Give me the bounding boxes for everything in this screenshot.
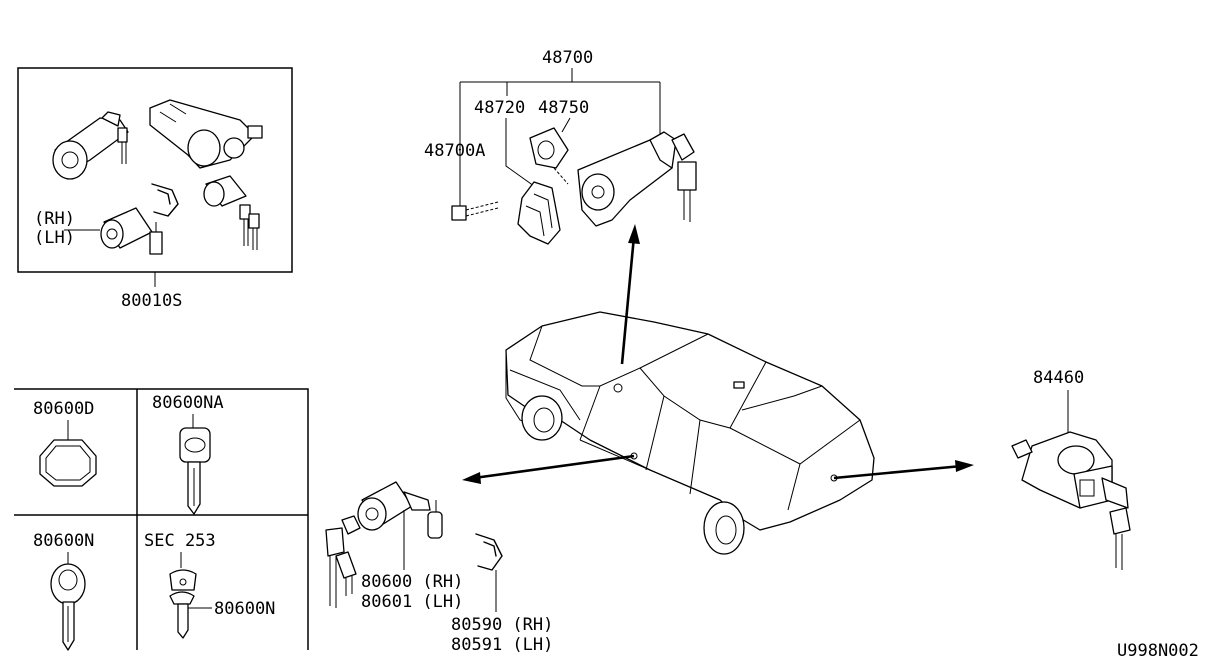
arrow-to-door [462, 454, 635, 484]
kit-rh-label: (RH) [34, 209, 75, 229]
door-cylinder-group: 80600 (RH) 80601 (LH) [325, 481, 463, 612]
kit-lh-label: (LH) [34, 228, 75, 248]
blank-key-na-label: 80600NA [152, 393, 224, 413]
bolt-drawing [451, 201, 499, 221]
sec-key-drawing [169, 552, 212, 639]
rear-wheel [703, 501, 745, 555]
trunk-lock-group: 84460 [1011, 368, 1131, 570]
trunk-lock-drawing [1011, 431, 1131, 570]
blank-key-d-label: 80600D [33, 399, 94, 419]
door-clip-drawing [475, 533, 503, 571]
arrow-to-ignition [620, 224, 640, 365]
collar-drawing [517, 181, 561, 245]
ignition-assy-label: 48700 [542, 48, 593, 68]
blank-keys-table: 80600D 80600NA 80600N SEC 253 [14, 388, 309, 651]
door-cyl-lh-label: 80601 (LH) [361, 592, 463, 612]
blank-key-n-label: 80600N [33, 531, 94, 551]
kit-door-cylinder-drawing [100, 207, 163, 255]
ignition-sw-leader [561, 117, 571, 133]
lock-body-drawing [577, 131, 697, 227]
key-head-cap-drawing [39, 420, 97, 487]
ignition-assembly-group: 48700 48720 48750 48700A [424, 48, 697, 245]
door-clip-lh-label: 80591 (LH) [451, 635, 553, 655]
diagram-id-label: U998N002 [1117, 641, 1199, 661]
sec-key-label: 80600N [214, 599, 275, 619]
switch-drawing [529, 127, 569, 185]
door-clip-rh-label: 80590 (RH) [451, 615, 553, 635]
ignition-cyl-label: 48720 [474, 98, 525, 118]
kit-steering-lock-drawing [149, 99, 263, 169]
trunk-lock-label: 84460 [1033, 368, 1084, 388]
front-wheel [521, 395, 563, 441]
key-n-drawing [50, 552, 86, 651]
door-clip-group: 80590 (RH) 80591 (LH) [451, 533, 553, 655]
kit-set-box: (RH) (LH) [17, 67, 293, 273]
door-cylinder-drawing [325, 481, 443, 608]
key-na-drawing [179, 414, 211, 515]
kit-trunk-cylinder-drawing [203, 175, 260, 250]
kit-clip-drawing [151, 183, 179, 217]
sec-ref-label: SEC 253 [144, 531, 216, 551]
car-body-drawing [505, 311, 875, 555]
arrow-to-trunk [833, 460, 974, 480]
kit-ignition-lock-drawing [52, 111, 129, 180]
kit-set-label: 80010S [121, 291, 182, 311]
ignition-bolt-label: 48700A [424, 141, 485, 161]
ignition-sw-label: 48750 [538, 98, 589, 118]
door-cyl-rh-label: 80600 (RH) [361, 572, 463, 592]
ignition-cyl-leader [505, 118, 535, 187]
